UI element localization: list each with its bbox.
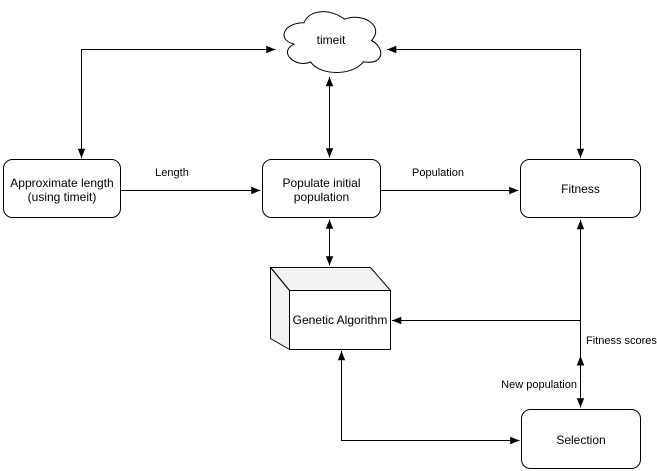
node-selection: Selection: [521, 409, 641, 469]
populate-initial-population-label-line2: population: [294, 190, 349, 204]
populate-initial-population-box: [262, 159, 381, 218]
cloud-shape: [283, 11, 382, 73]
fitness-label: Fitness: [561, 182, 600, 196]
edge-label-length: Length: [155, 167, 189, 179]
node-approximate-length: Approximate length (using timeit): [3, 159, 121, 218]
edge-genetic-algorithm-selection: [337, 351, 520, 445]
node-genetic-algorithm-cube: Genetic Algorithm: [270, 267, 391, 350]
edge-label-population: Population: [412, 167, 464, 179]
timeit-label: timeit: [317, 33, 346, 47]
edge-label-fitness-scores: Fitness scores: [586, 335, 657, 347]
genetic-algorithm-label: Genetic Algorithm: [293, 313, 388, 327]
node-fitness: Fitness: [520, 159, 641, 218]
edge-label-new-population: New population: [501, 379, 577, 391]
node-timeit-cloud: timeit: [283, 11, 382, 73]
fitness-box: [520, 159, 641, 218]
edge-timeit-approximate-length: [77, 45, 276, 158]
approximate-length-label-line2: (using timeit): [28, 190, 97, 204]
cube-top-face: [270, 267, 391, 291]
mid-arrowhead-new-population: [576, 356, 585, 366]
approximate-length-label-line1: Approximate length: [10, 176, 113, 190]
approximate-length-box: [3, 159, 121, 218]
edge-timeit-fitness: [387, 45, 585, 158]
cube-front-face: [289, 290, 391, 350]
selection-box: [521, 409, 641, 469]
populate-initial-population-label-line1: Populate initial: [282, 176, 360, 190]
selection-label: Selection: [556, 433, 605, 447]
node-populate-initial-population: Populate initial population: [262, 159, 381, 218]
